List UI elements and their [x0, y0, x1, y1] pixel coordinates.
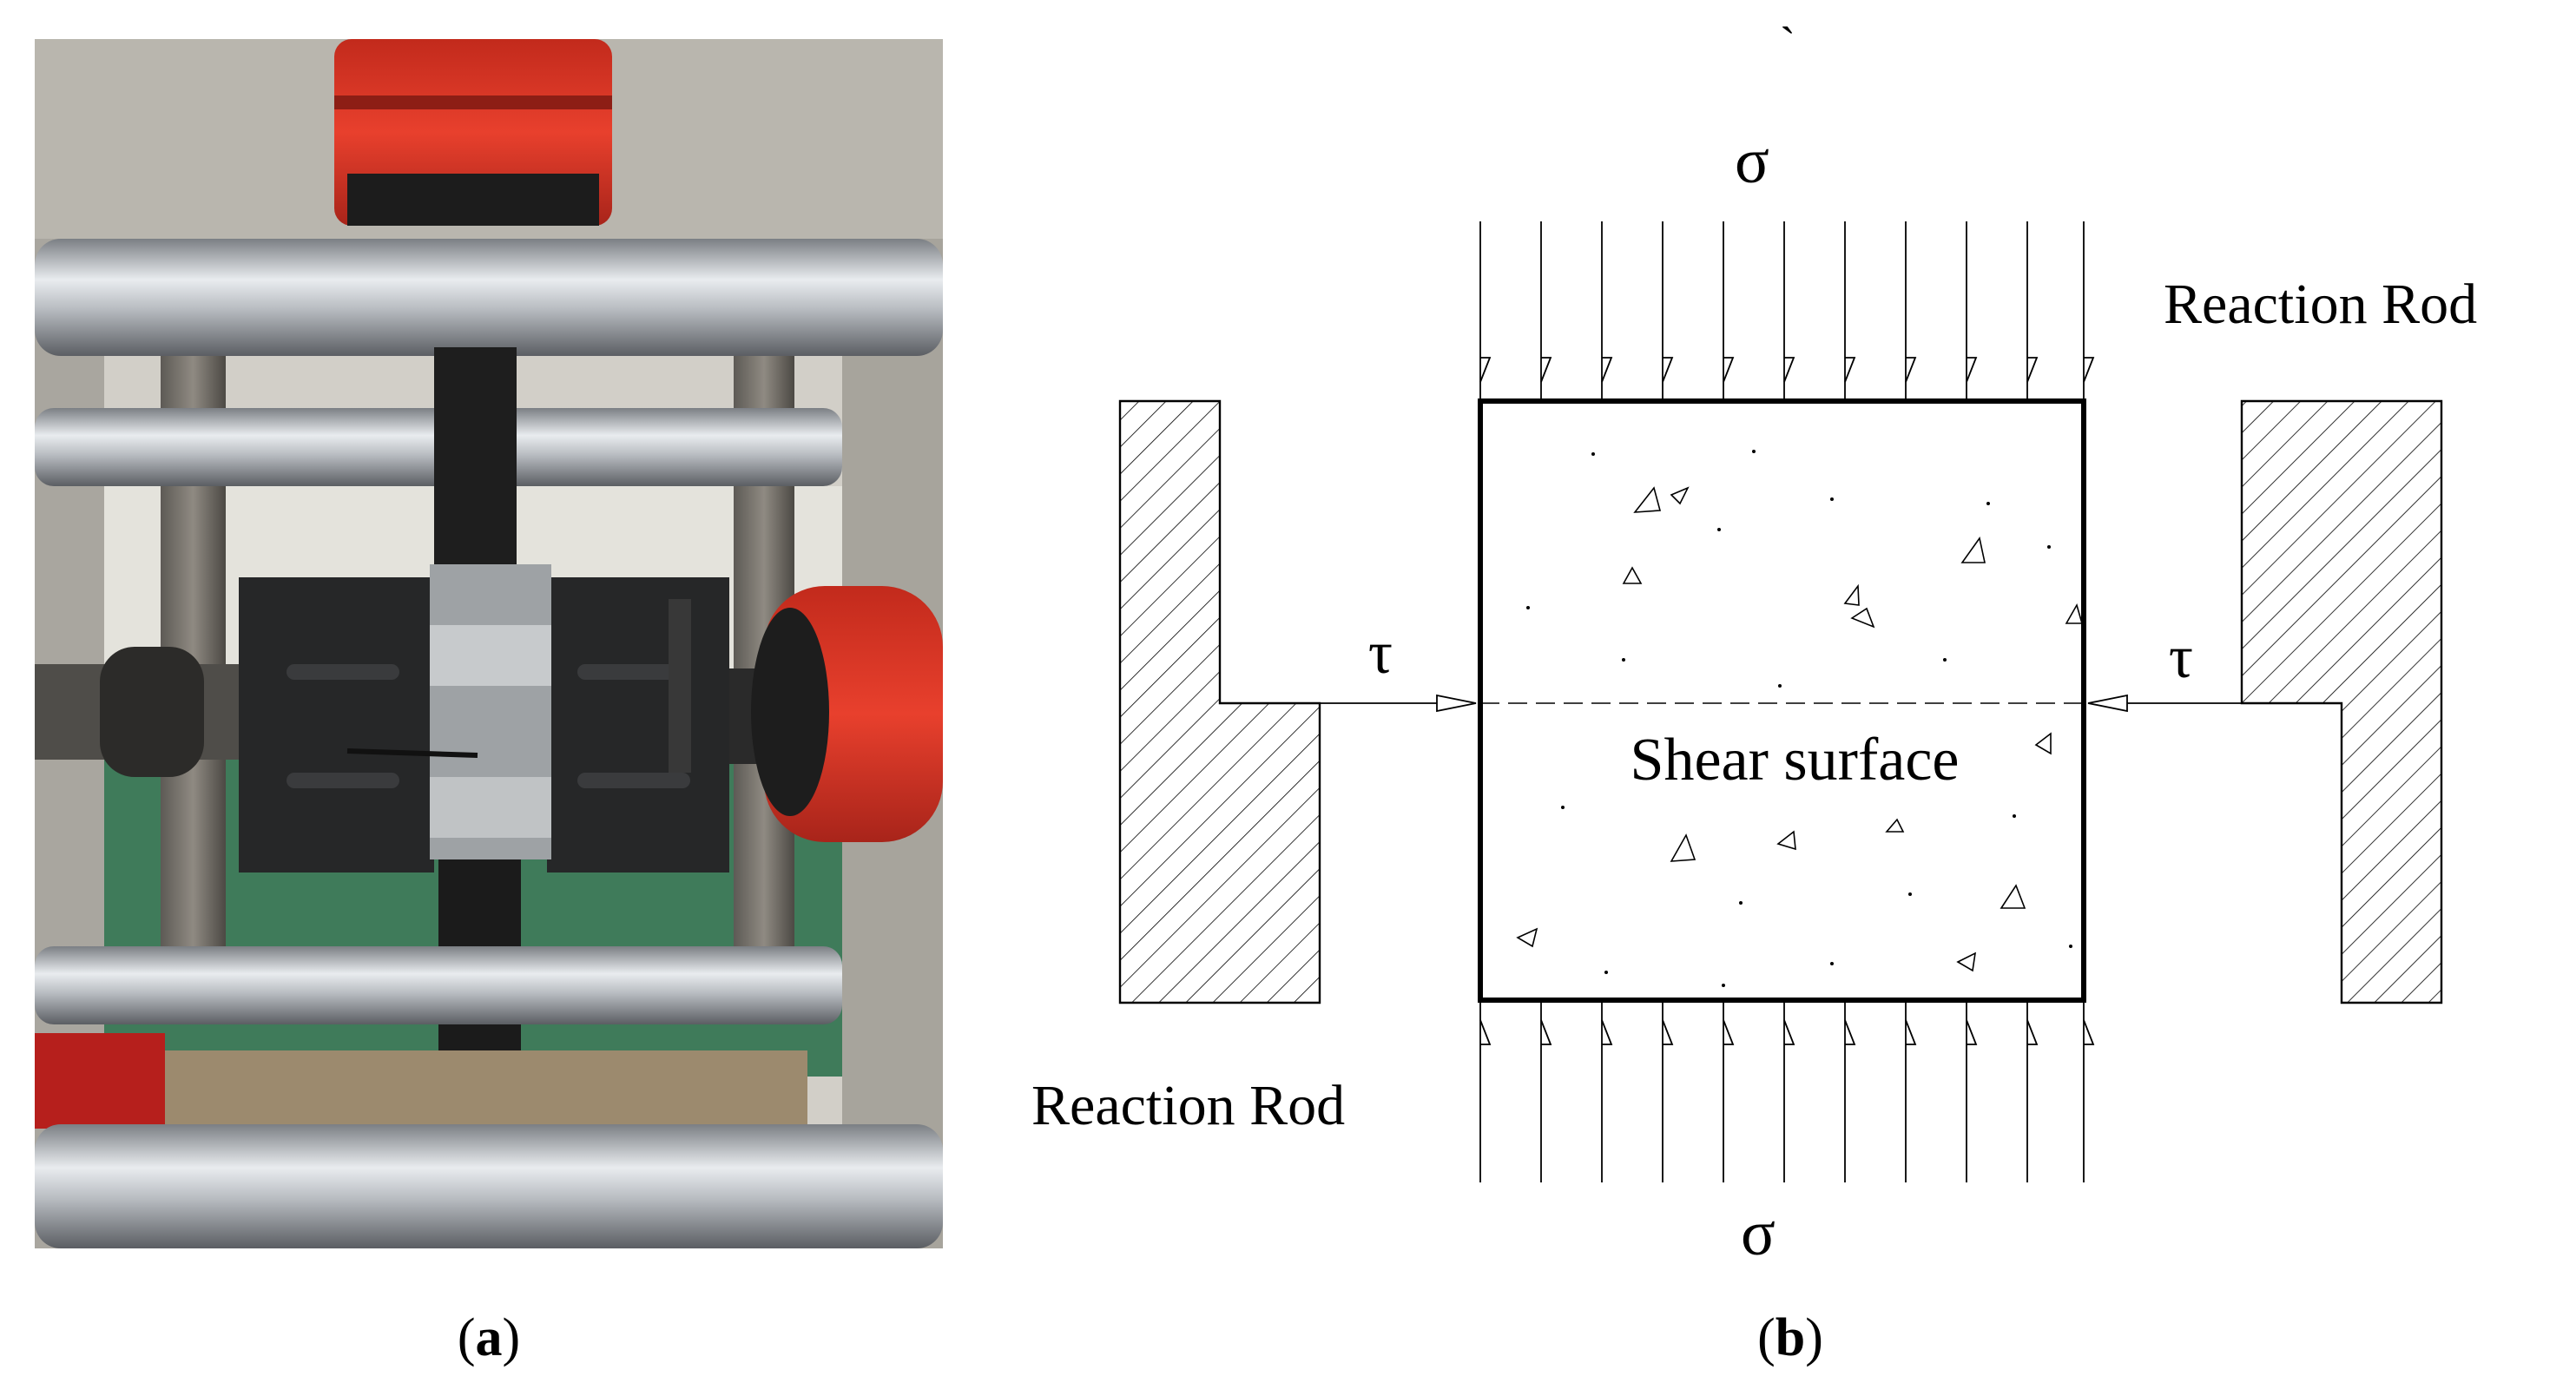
left-horizontal-actuator [35, 647, 239, 777]
sigma-label-bottom: σ [1741, 1198, 1776, 1269]
top-load-arrows [1479, 221, 2095, 401]
caption-a-open: ( [458, 1308, 476, 1367]
right-reaction-rod [2240, 399, 2443, 1004]
backtick-mark: ` [1780, 17, 1795, 69]
left-reaction-rod [1118, 399, 1321, 1004]
left-shear-box [239, 577, 434, 872]
aggregate-markers [1516, 486, 2084, 972]
vertical-loading-shaft [434, 347, 517, 564]
top-hydraulic-jack [334, 39, 612, 226]
svg-text:(b): (b) [1757, 1308, 1823, 1367]
caption-a-close: ) [503, 1308, 521, 1367]
concrete-specimen [430, 564, 551, 859]
shear-surface-label: Shear surface [1631, 727, 1960, 793]
sensor-cable [346, 748, 478, 758]
caption-b-open: ( [1757, 1308, 1776, 1367]
bottom-steel-rod [35, 1124, 943, 1248]
aggregate-dots [1526, 450, 2072, 987]
right-shear-box [547, 577, 729, 872]
tau-label-left: τ [1368, 620, 1393, 687]
caption-a-letter: a [476, 1308, 503, 1367]
caption-b-close: ) [1805, 1308, 1823, 1367]
reaction-rod-label-top: Reaction Rod [2164, 273, 2477, 336]
debris-tray [130, 1050, 807, 1129]
caption-b-letter: b [1776, 1308, 1805, 1367]
red-object [35, 1033, 165, 1129]
tau-label-right: τ [2169, 624, 2193, 691]
specimen-box [1478, 398, 2086, 1003]
lower-steel-rod [35, 946, 842, 1024]
top-steel-rod [35, 239, 943, 356]
right-shear-arrow [2087, 694, 2242, 713]
displacement-sensor [669, 599, 691, 773]
svg-text:(a): (a) [458, 1308, 520, 1367]
reaction-rod-label-bottom: Reaction Rod [1031, 1074, 1345, 1137]
sigma-label-top: σ [1735, 126, 1769, 197]
right-red-jack [729, 586, 943, 842]
bottom-load-arrows [1479, 1000, 2095, 1182]
shear-diagram: ` σ σ Reaction Rod Reaction Rod [1031, 17, 2477, 1269]
test-machine-photo [35, 39, 943, 1248]
left-shear-arrow [1320, 694, 1477, 713]
